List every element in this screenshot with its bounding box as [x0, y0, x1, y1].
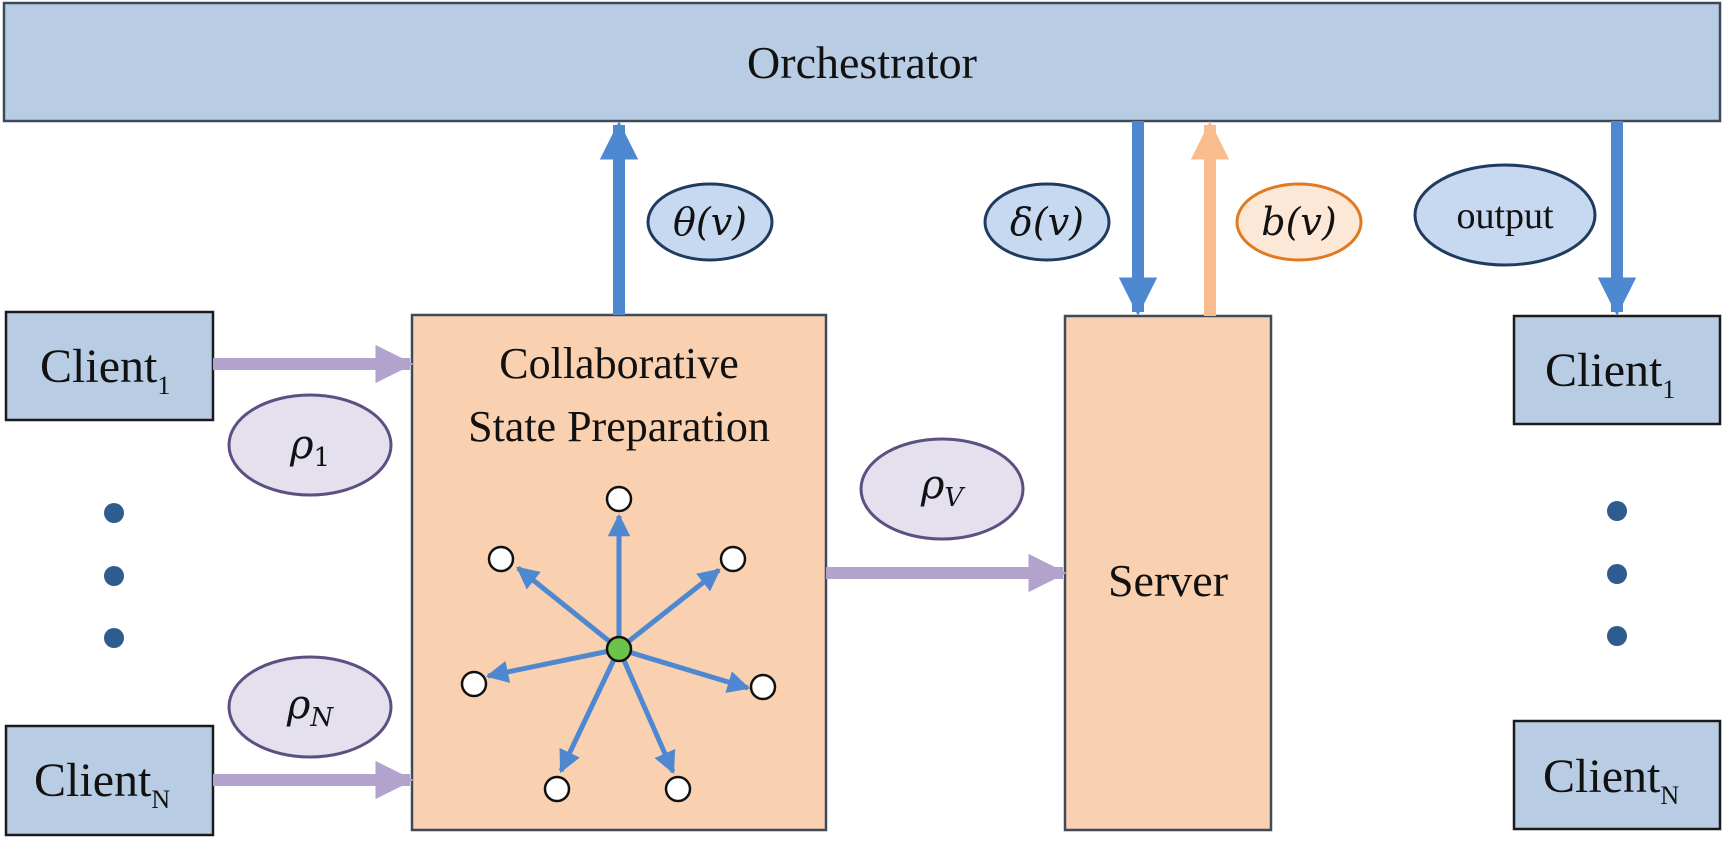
label-rho-v: ρV [859, 437, 1025, 541]
label-b: b(v) [1235, 182, 1363, 262]
svg-text:δ(v): δ(v) [1010, 200, 1084, 244]
right-ellipsis-dots [1607, 501, 1627, 646]
svg-text:output: output [1456, 195, 1554, 237]
client-1-right-box: Client1 [1512, 314, 1722, 426]
client-n-right-box: ClientN [1512, 719, 1722, 831]
star-node-upper-left [487, 545, 515, 573]
label-output: output [1413, 163, 1597, 267]
svg-text:Client1: Client1 [40, 340, 170, 400]
csp-title-line2: State Preparation [468, 402, 770, 451]
svg-text:θ(v): θ(v) [673, 200, 747, 244]
svg-text:ρN: ρN [286, 682, 335, 733]
client-n-left-name: Client [34, 754, 152, 807]
star-node-left [460, 670, 488, 698]
label-theta: θ(v) [646, 182, 774, 262]
star-graph [460, 485, 777, 803]
svg-text:Client1: Client1 [1545, 344, 1675, 404]
star-node-center [605, 635, 633, 663]
client-1-left-box: Client1 [4, 310, 215, 422]
csp-title-line1: Collaborative [499, 339, 739, 388]
svg-text:ρ1: ρ1 [289, 422, 330, 473]
server-label: Server [1108, 555, 1228, 606]
star-node-upper-right [719, 545, 747, 573]
client-n-right-name: Client [1543, 750, 1661, 803]
svg-text:ρV: ρV [920, 462, 966, 513]
svg-text:ClientN: ClientN [34, 754, 170, 814]
label-rho-1: ρ1 [227, 393, 393, 497]
client-n-left-sub: N [151, 785, 170, 814]
server-box: Server [1063, 314, 1273, 832]
svg-text:ClientN: ClientN [1543, 750, 1679, 810]
star-node-bottom-left [543, 775, 571, 803]
star-node-top [605, 485, 633, 513]
star-node-bottom-right [664, 775, 692, 803]
client-1-left-name: Client [40, 340, 158, 393]
client-1-right-name: Client [1545, 344, 1663, 397]
svg-text:b(v): b(v) [1261, 200, 1336, 244]
orchestrator-label: Orchestrator [747, 37, 977, 88]
client-1-left-sub: 1 [157, 371, 170, 400]
label-delta: δ(v) [983, 182, 1111, 262]
star-node-right [749, 673, 777, 701]
left-ellipsis-dots [104, 503, 124, 648]
label-rho-n: ρN [227, 655, 393, 759]
orchestrator-box: Orchestrator [2, 1, 1722, 123]
client-n-left-box: ClientN [4, 724, 215, 837]
client-1-right-sub: 1 [1662, 375, 1675, 404]
client-n-right-sub: N [1660, 781, 1679, 810]
